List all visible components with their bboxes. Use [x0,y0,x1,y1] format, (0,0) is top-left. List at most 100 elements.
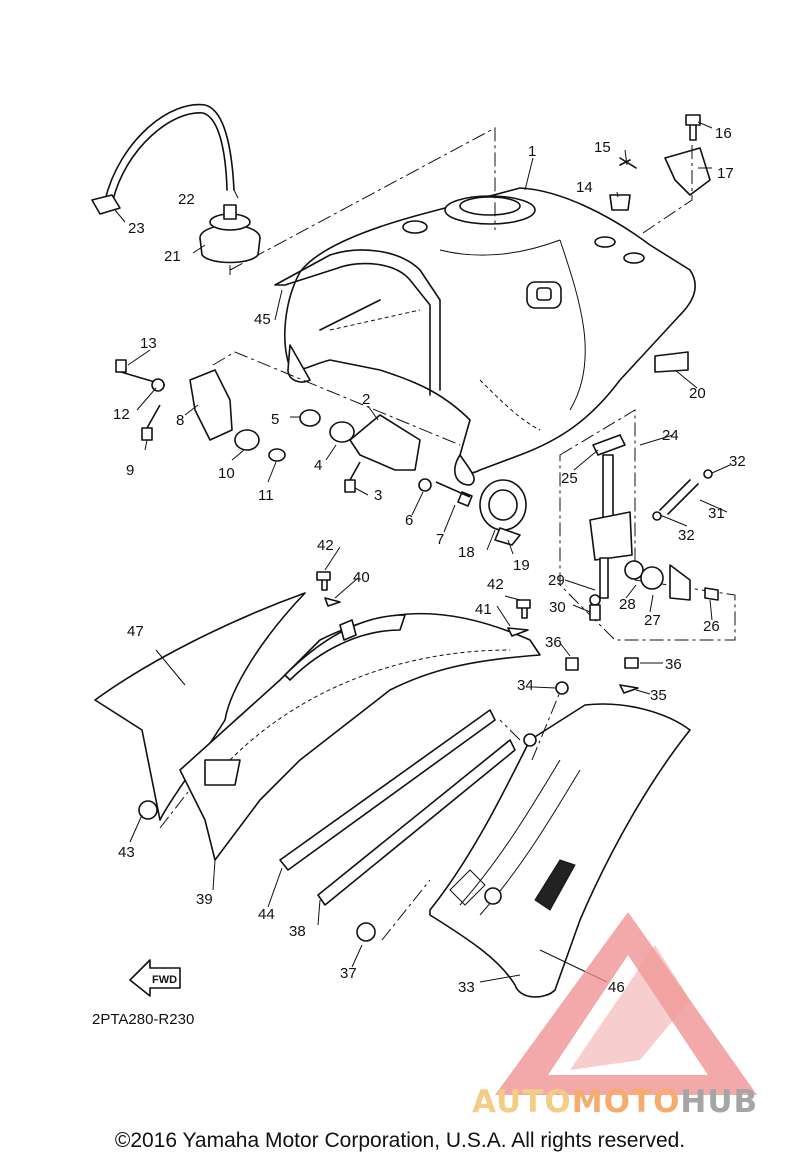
callout-38: 38 [289,923,306,940]
callout-40: 40 [353,569,370,586]
callout-46: 46 [608,979,625,996]
callout-12: 12 [113,406,130,423]
callout-7: 7 [436,531,444,548]
washer-34 [555,681,569,695]
seal-44 [279,709,496,871]
callout-17: 17 [717,165,734,182]
callout-36b: 36 [665,656,682,673]
callout-22: 22 [178,191,195,208]
hose-clip [91,194,121,215]
collar-11 [268,448,286,462]
callout-14: 14 [576,179,593,196]
triangle-icon [495,912,757,1095]
callout-16: 16 [715,125,732,142]
washer-12 [151,378,165,392]
leader-lines [114,121,731,983]
callout-47: 47 [127,623,144,640]
damper-14 [609,194,631,211]
washer-41 [507,627,529,637]
fwd-arrow-icon: FWD [129,959,181,997]
screw-15 [619,157,637,169]
watermark-hub: HUB [680,1084,758,1120]
callout-3: 3 [374,487,382,504]
callout-21: 21 [164,248,181,265]
callout-18: 18 [458,544,475,561]
callout-42b: 42 [487,576,504,593]
fuel-cock [589,434,719,621]
callout-8: 8 [176,412,184,429]
callout-13: 13 [140,335,157,352]
callout-28: 28 [619,596,636,613]
watermark-logo: AUTOMOTOHUB [472,912,758,1120]
fuel-tank [284,187,696,486]
callout-labels: 1 2 3 4 5 6 7 8 9 10 11 12 13 14 15 16 1… [113,125,746,996]
callout-36a: 36 [545,634,562,651]
bolt-9 [141,404,161,441]
callout-20: 20 [689,385,706,402]
bolt-3 [344,461,361,493]
breather-hose [104,103,235,201]
callout-26: 26 [703,618,720,635]
washer-35 [619,684,639,694]
bolt-7 [435,481,473,507]
callout-31: 31 [708,505,725,522]
callout-10: 10 [218,465,235,482]
clamp-18 [479,479,527,546]
callout-11: 11 [258,487,274,504]
side-cover-47 [94,592,306,821]
callout-32b: 32 [678,527,695,544]
callout-45: 45 [254,311,271,328]
screw-43 [138,800,158,820]
callout-44: 44 [258,906,275,923]
callout-4: 4 [314,457,322,474]
grommet [339,619,357,641]
watermark-auto: AUTO [472,1084,572,1120]
callout-1: 1 [528,143,536,160]
diagram-code: 2PTA280-R230 [92,1011,194,1028]
callout-41: 41 [475,601,492,618]
callout-23: 23 [128,220,145,237]
screw-37 [356,922,376,942]
callout-27: 27 [644,612,661,629]
callout-39: 39 [196,891,213,908]
fuel-cap [199,204,261,264]
damper-10 [234,429,260,451]
bolt-16 [685,114,701,141]
tank-bracket [274,249,441,396]
callout-34: 34 [517,677,534,694]
svg-text:AUTOMOTOHUB: AUTOMOTOHUB [472,1084,758,1120]
shroud-33 [429,703,691,998]
callout-32a: 32 [729,453,746,470]
copyright-notice: ©2016 Yamaha Motor Corporation, U.S.A. A… [114,1129,686,1152]
callout-15: 15 [594,139,611,156]
callout-25: 25 [561,470,578,487]
bolt-36a [565,657,579,671]
callout-6: 6 [405,512,413,529]
callout-42a: 42 [317,537,334,554]
bolt-36b [624,657,639,669]
watermark-moto: MOTO [572,1084,681,1120]
callout-29: 29 [548,572,565,589]
seal-38 [317,739,516,906]
parts-diagram: FWD 1 2 3 4 5 6 7 8 9 10 11 12 13 14 15 … [91,103,758,1120]
washer-6 [418,478,432,492]
callout-37: 37 [340,965,357,982]
callout-35: 35 [650,687,667,704]
callout-2: 2 [362,391,370,408]
bracket-2 [349,414,421,471]
callout-33: 33 [458,979,475,996]
callout-30: 30 [549,599,566,616]
assembly-frame-top [229,127,496,275]
bracket-17 [664,147,711,196]
bolt-42a [316,571,331,591]
washer-40 [324,597,341,607]
damper-4 [329,421,355,443]
callout-19: 19 [513,557,530,574]
callout-43: 43 [118,844,135,861]
fwd-label: FWD [152,974,177,986]
pad-20 [654,351,689,373]
callout-24: 24 [662,427,679,444]
callout-9: 9 [126,462,134,479]
bracket-8 [189,369,233,441]
callout-5: 5 [271,411,279,428]
